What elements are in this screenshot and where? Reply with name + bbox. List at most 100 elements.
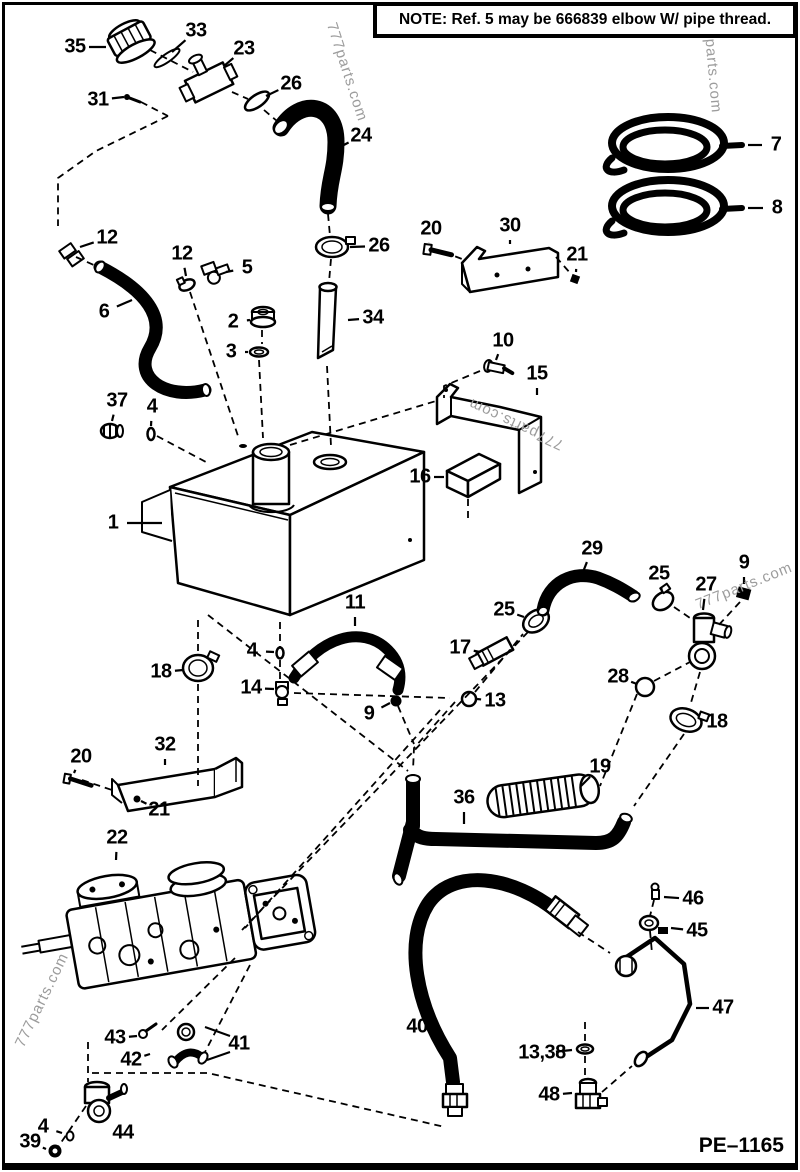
bracket-15	[435, 382, 543, 495]
valve-23	[178, 53, 239, 104]
callout-5: 5	[241, 256, 253, 279]
screw-31	[124, 94, 142, 104]
callout-21: 21	[148, 798, 170, 821]
oring-13-38	[575, 1043, 595, 1055]
callout-29: 29	[581, 537, 603, 560]
callout-19: 19	[589, 755, 611, 778]
callout-42: 42	[120, 1048, 142, 1071]
hose-40	[408, 873, 590, 1117]
hose-29	[536, 569, 641, 617]
clamp-26-upper	[243, 90, 271, 112]
callout-23: 23	[233, 37, 255, 60]
callout-10: 10	[492, 329, 514, 352]
callout-3: 3	[225, 340, 237, 363]
callout-34: 34	[362, 306, 384, 329]
cap-35	[106, 19, 156, 64]
callout-21: 21	[566, 243, 588, 266]
clamp-18b	[669, 707, 711, 733]
callout-22: 22	[106, 826, 128, 849]
bolt-20b	[62, 772, 94, 788]
callout-26: 26	[368, 234, 390, 257]
document-code: PE–1165	[698, 1134, 784, 1157]
oring-42	[176, 1022, 196, 1042]
clamp-12a	[58, 242, 85, 268]
fitting-48	[574, 1077, 608, 1110]
callout-45: 45	[686, 919, 708, 942]
tank-1	[141, 430, 426, 617]
nut-21b	[133, 795, 141, 803]
callout-1: 1	[107, 511, 119, 534]
callout-16: 16	[409, 465, 431, 488]
callout-7: 7	[770, 133, 782, 156]
callout-8: 8	[771, 196, 783, 219]
elbow-41	[167, 1026, 231, 1069]
callout-47: 47	[712, 996, 734, 1019]
fitting-17	[468, 636, 515, 671]
callout-30: 30	[499, 214, 521, 237]
callout-18: 18	[150, 660, 172, 683]
oring-13	[460, 690, 478, 708]
nut-21a	[569, 273, 581, 285]
callout-36: 36	[453, 786, 475, 809]
fitting-45	[638, 914, 668, 934]
hose-coil-7	[602, 113, 745, 176]
callout-25: 25	[493, 598, 515, 621]
callout-2: 2	[227, 310, 239, 333]
hose-36	[392, 774, 633, 886]
fitting-27	[687, 612, 733, 671]
callout-6: 6	[98, 300, 110, 323]
hose-24	[272, 99, 345, 215]
oring-28	[634, 676, 656, 698]
screw-43	[138, 1022, 158, 1039]
callout-4: 4	[146, 395, 158, 418]
callout-20: 20	[420, 217, 442, 240]
callout-26: 26	[280, 72, 302, 95]
tube-34	[316, 281, 338, 360]
callout-17: 17	[449, 636, 471, 659]
callout-14: 14	[240, 676, 262, 699]
callout-46: 46	[682, 887, 704, 910]
callout-12: 12	[96, 226, 118, 249]
callout-31: 31	[87, 88, 109, 111]
callout-9: 9	[738, 551, 750, 574]
hose-6	[93, 260, 212, 399]
note-box: NOTE: Ref. 5 may be 666839 elbow W/ pipe…	[373, 2, 797, 38]
nut-39	[48, 1144, 62, 1158]
callout-39: 39	[19, 1130, 41, 1153]
note-text: NOTE: Ref. 5 may be 666839 elbow W/ pipe…	[398, 11, 772, 28]
tube-47	[614, 935, 693, 1068]
bolt-10	[483, 358, 515, 376]
callout-25: 25	[648, 562, 670, 585]
callout-4: 4	[37, 1115, 49, 1138]
plug-37	[99, 422, 124, 440]
assembly-dashed-lines	[57, 49, 741, 1148]
callout-43: 43	[104, 1026, 126, 1049]
bolt-46	[650, 882, 660, 900]
callout-33: 33	[185, 19, 207, 42]
nut-9b	[390, 695, 402, 707]
pump-22	[21, 861, 317, 990]
fitting-5	[200, 260, 231, 285]
hose-11	[288, 631, 406, 696]
callout-24: 24	[350, 124, 372, 147]
callout-27: 27	[695, 573, 717, 596]
callout-4: 4	[246, 639, 258, 662]
bracket-30	[460, 245, 560, 294]
hose-coil-8	[602, 176, 745, 239]
washer-3	[248, 346, 270, 358]
clamp-26b	[314, 235, 356, 259]
callout-12: 12	[171, 242, 193, 265]
callout-28: 28	[607, 665, 629, 688]
callout-44: 44	[112, 1121, 134, 1144]
clamp-12b	[175, 276, 196, 292]
fitting-14	[275, 681, 289, 706]
oring-4c	[65, 1130, 75, 1142]
nut-9a	[735, 586, 752, 601]
callout-41: 41	[228, 1032, 250, 1055]
oring-4a	[146, 426, 156, 442]
callout-13: 13	[484, 689, 506, 712]
breather-2	[249, 305, 277, 329]
callout-9: 9	[363, 702, 375, 725]
